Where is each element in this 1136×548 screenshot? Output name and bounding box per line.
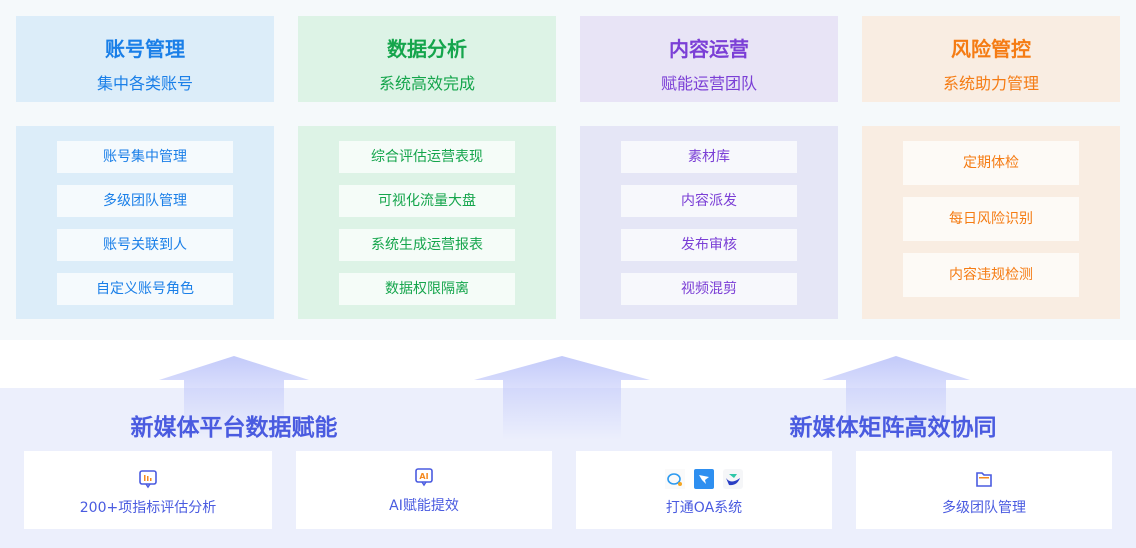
feature-item: 定期体检 <box>903 141 1079 185</box>
card-oa: 打通OA系统 <box>576 451 832 529</box>
card-label: 200+项指标评估分析 <box>79 500 217 516</box>
feature-item: 综合评估运营表现 <box>339 141 515 173</box>
card-ai: AI AI赋能提效 <box>296 451 552 529</box>
feature-item: 发布审核 <box>621 229 797 261</box>
feature-item: 账号集中管理 <box>57 141 233 173</box>
column-header: 数据分析 系统高效完成 <box>298 16 556 102</box>
wecom-icon <box>665 469 685 489</box>
feishu-icon <box>723 469 743 489</box>
up-arrow-icon <box>822 356 970 440</box>
card-label: 打通OA系统 <box>665 500 743 516</box>
left-section-title: 新媒体平台数据赋能 <box>130 415 338 441</box>
feature-item: 自定义账号角色 <box>57 273 233 305</box>
column-header: 内容运营 赋能运营团队 <box>580 16 838 102</box>
column-subtitle: 赋能运营团队 <box>660 74 757 93</box>
right-section-title: 新媒体矩阵高效协同 <box>789 415 997 441</box>
svg-text:AI: AI <box>419 472 428 481</box>
column-header: 风险管控 系统助力管理 <box>862 16 1120 102</box>
dingtalk-icon <box>694 469 714 489</box>
card-label: AI赋能提效 <box>389 498 459 514</box>
column-body: 素材库内容派发发布审核视频混剪 <box>580 126 838 319</box>
card-metrics: 200+项指标评估分析 <box>24 451 272 529</box>
column-subtitle: 系统高效完成 <box>378 74 475 93</box>
column-header: 账号管理 集中各类账号 <box>16 16 274 102</box>
up-arrow-icon <box>474 356 650 440</box>
feature-item: 内容违规检测 <box>903 253 1079 297</box>
card-team: 多级团队管理 <box>856 451 1112 529</box>
column-body: 定期体检每日风险识别内容违规检测 <box>862 126 1120 319</box>
feature-item: 系统生成运营报表 <box>339 229 515 261</box>
column-title: 内容运营 <box>669 37 749 61</box>
column-title: 账号管理 <box>105 37 185 61</box>
feature-item: 每日风险识别 <box>903 197 1079 241</box>
column-title: 数据分析 <box>387 37 467 61</box>
column-body: 账号集中管理多级团队管理账号关联到人自定义账号角色 <box>16 126 274 319</box>
ai-chat-icon: AI <box>415 468 433 487</box>
chart-monitor-icon <box>139 470 157 489</box>
feature-item: 内容派发 <box>621 185 797 217</box>
feature-item: 账号关联到人 <box>57 229 233 261</box>
up-arrow-icon <box>159 356 309 440</box>
feature-item: 数据权限隔离 <box>339 273 515 305</box>
column-subtitle: 集中各类账号 <box>96 74 193 93</box>
card-label: 多级团队管理 <box>942 500 1026 516</box>
feature-item: 可视化流量大盘 <box>339 185 515 217</box>
column-body: 综合评估运营表现可视化流量大盘系统生成运营报表数据权限隔离 <box>298 126 556 319</box>
feature-item: 素材库 <box>621 141 797 173</box>
column-title: 风险管控 <box>951 37 1031 61</box>
folder-icon <box>976 472 992 487</box>
feature-item: 多级团队管理 <box>57 185 233 217</box>
column-subtitle: 系统助力管理 <box>942 74 1039 93</box>
arrows <box>159 356 970 440</box>
feature-item: 视频混剪 <box>621 273 797 305</box>
